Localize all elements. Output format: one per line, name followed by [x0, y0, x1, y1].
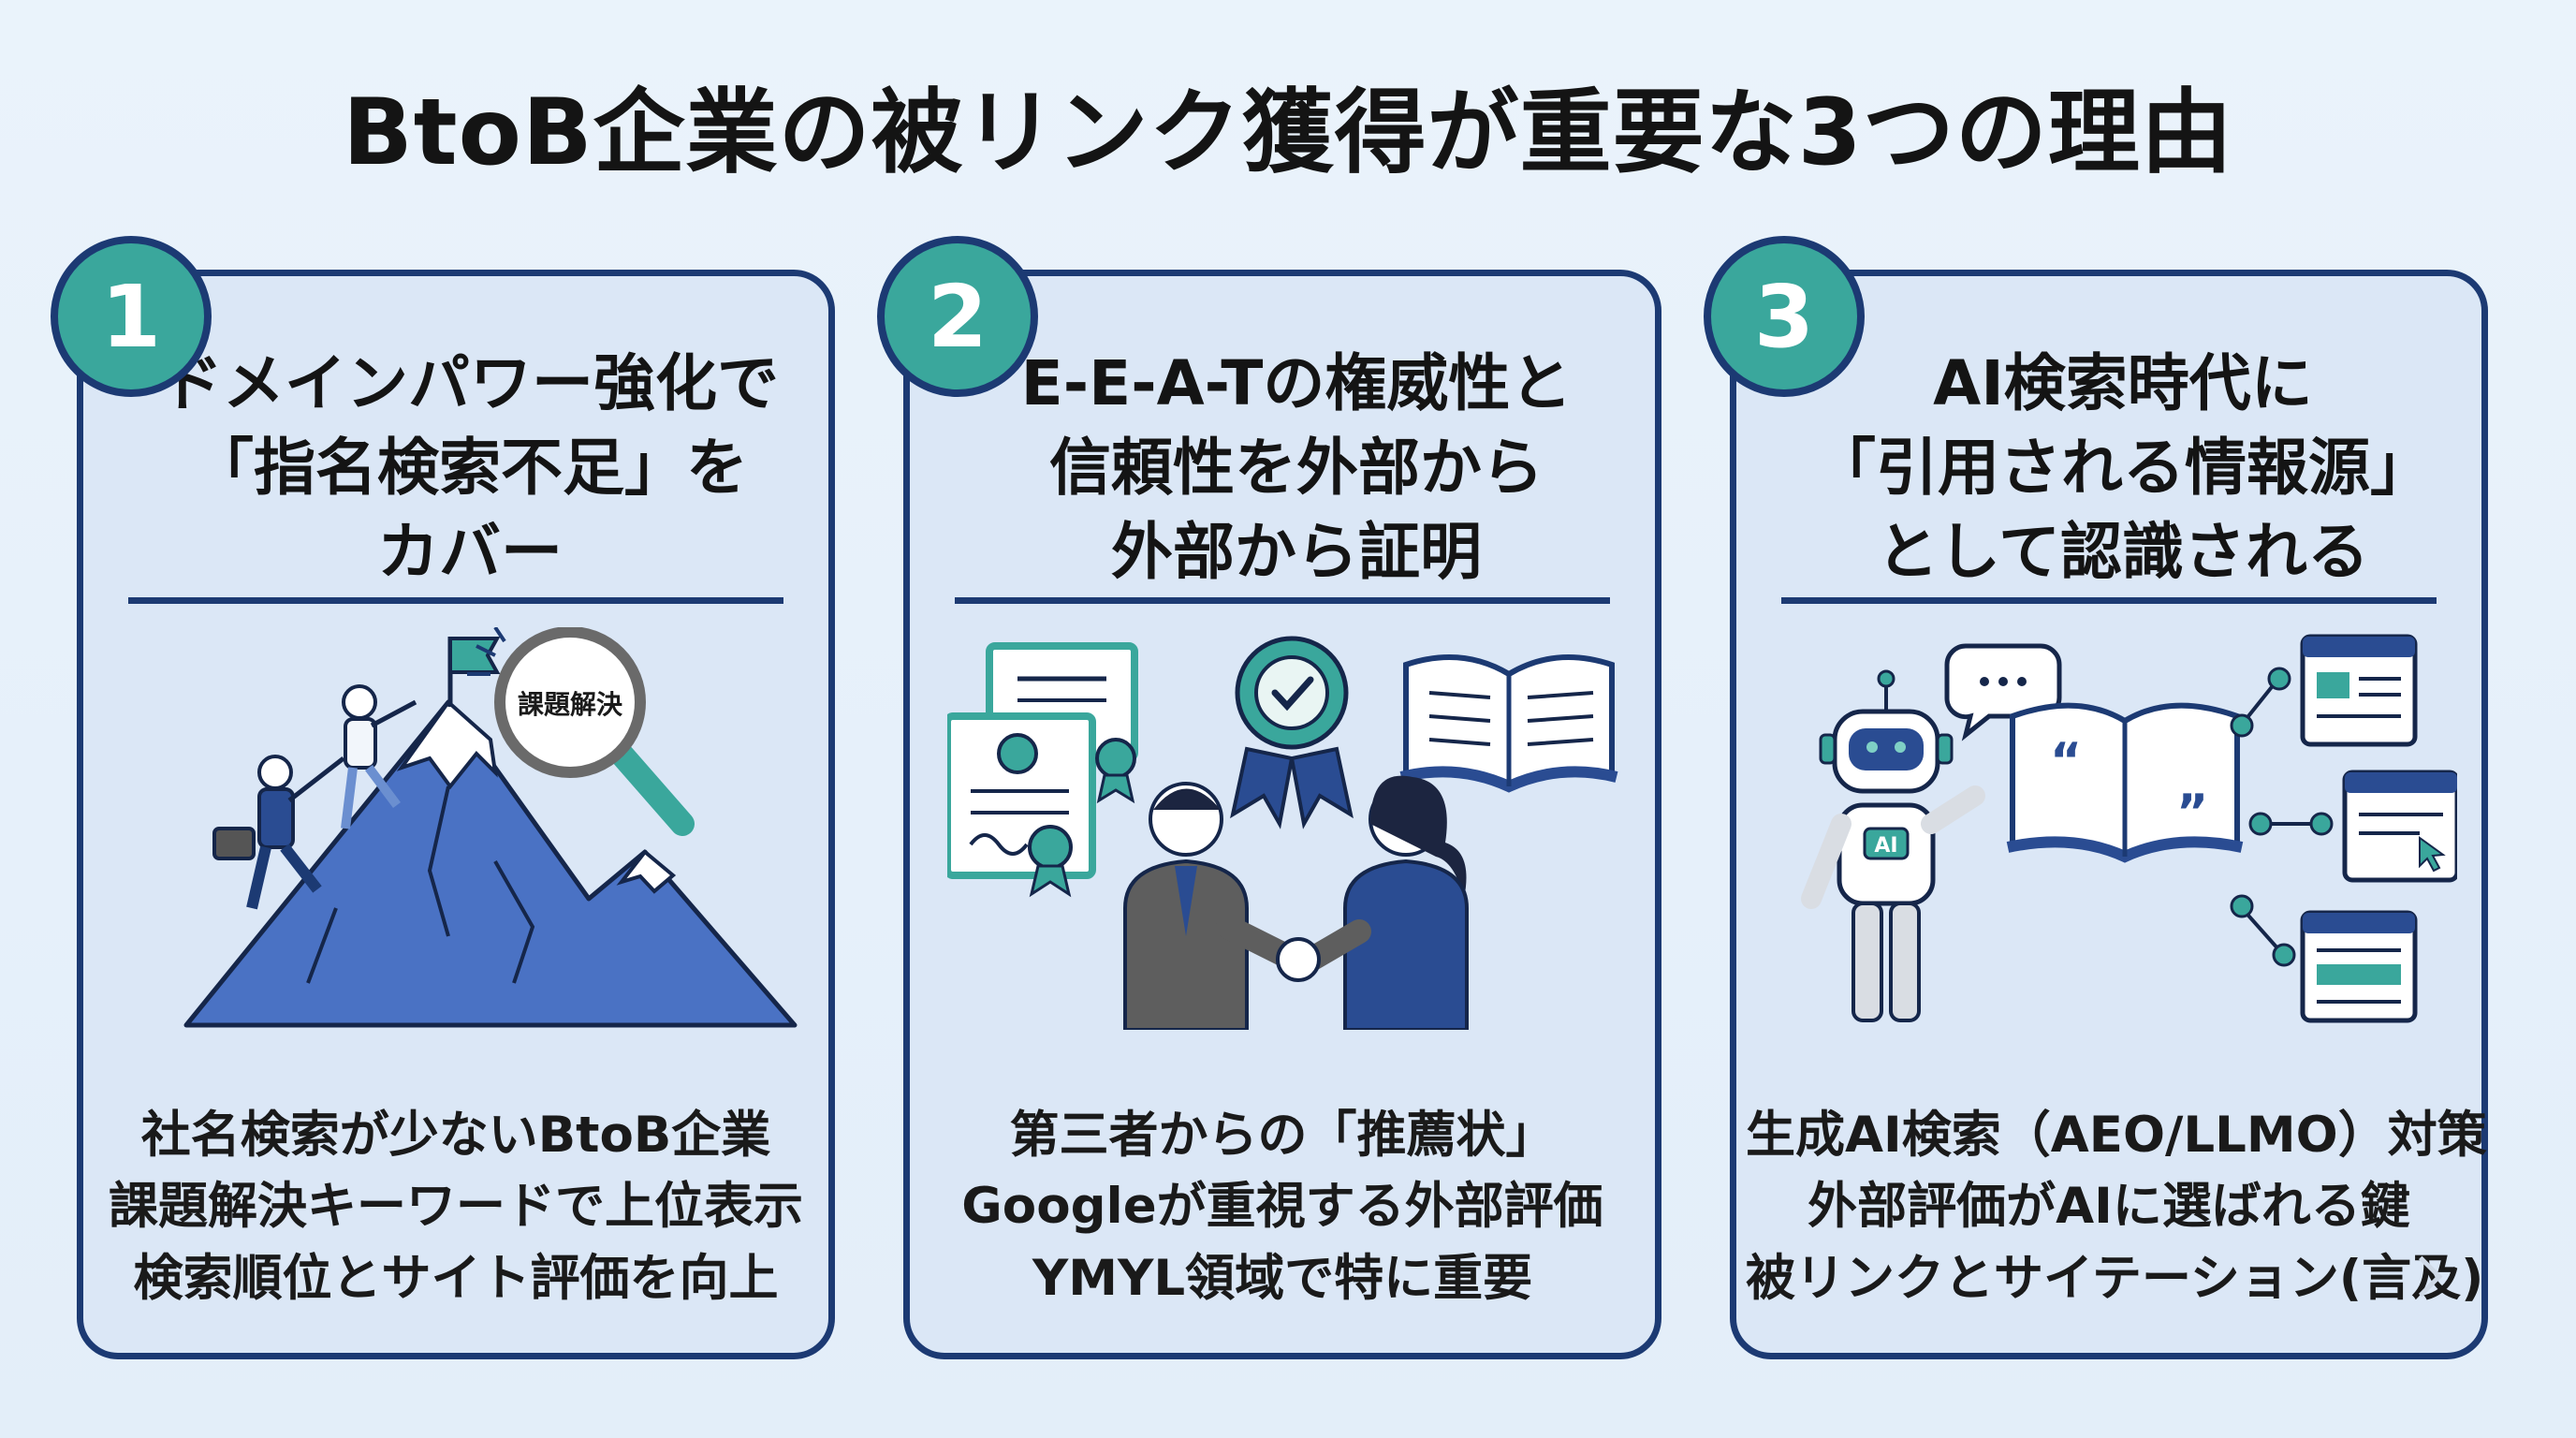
handshake-icon — [1123, 775, 1469, 1030]
certificate-icon — [947, 642, 1138, 898]
award-badge-icon — [1230, 636, 1354, 829]
mountain-icon — [183, 699, 798, 1028]
open-book-icon — [1399, 654, 1618, 793]
card-heading: E-E-A-Tの権威性と 信頼性を外部から 外部から証明 — [1020, 347, 1573, 588]
reason-number-badge-2: 2 — [877, 236, 1038, 397]
mountain-illustration: 課題解決 — [183, 627, 798, 1028]
ai-illustration: AI “ ” — [1801, 634, 2457, 1023]
card-heading: AI検索時代に 「引用される情報源」 として認識される — [1814, 347, 2432, 588]
magnifier-label: 課題解決 — [518, 689, 623, 720]
card-divider — [128, 597, 783, 604]
web-page-icon — [2230, 634, 2457, 1023]
reason-number-badge-1: 1 — [51, 236, 212, 397]
page-title: BtoB企業の被リンク獲得が重要な3つの理由 — [343, 80, 2233, 186]
svg-text:“: “ — [2050, 733, 2082, 789]
reason-card-1: ドメインパワー強化で 「指名検索不足」を カバー — [77, 270, 835, 1359]
quote-book-icon: “ ” — [2006, 702, 2244, 863]
reason-card-3: AI検索時代に 「引用される情報源」 として認識される AI — [1730, 270, 2488, 1359]
card-description: 生成AI検索（AEO/LLMO）対策 外部評価がAIに選ばれる鍵 被リンクとサイ… — [1746, 1107, 2487, 1307]
card-divider — [955, 597, 1610, 604]
reason-card-2: E-E-A-Tの権威性と 信頼性を外部から 外部から証明 — [903, 270, 1661, 1359]
magnifier-icon: 課題解決 — [467, 627, 695, 836]
trust-illustration — [947, 636, 1618, 1030]
card-description: 第三者からの「推薦状」 Googleが重視する外部評価 YMYL領域で特に重要 — [961, 1107, 1603, 1307]
flag-icon — [447, 637, 501, 707]
robot-label: AI — [1874, 834, 1897, 858]
robot-icon: AI — [1801, 669, 1985, 1022]
card-description: 社名検索が少ないBtoB企業 課題解決キーワードで上位表示 検索順位とサイト評価… — [109, 1107, 803, 1307]
svg-text:”: ” — [2176, 785, 2208, 841]
card-divider — [1781, 597, 2437, 604]
card-heading: ドメインパワー強化で 「指名検索不足」を カバー — [161, 347, 779, 588]
climbers-icon — [212, 684, 417, 910]
reason-number-badge-3: 3 — [1704, 236, 1865, 397]
